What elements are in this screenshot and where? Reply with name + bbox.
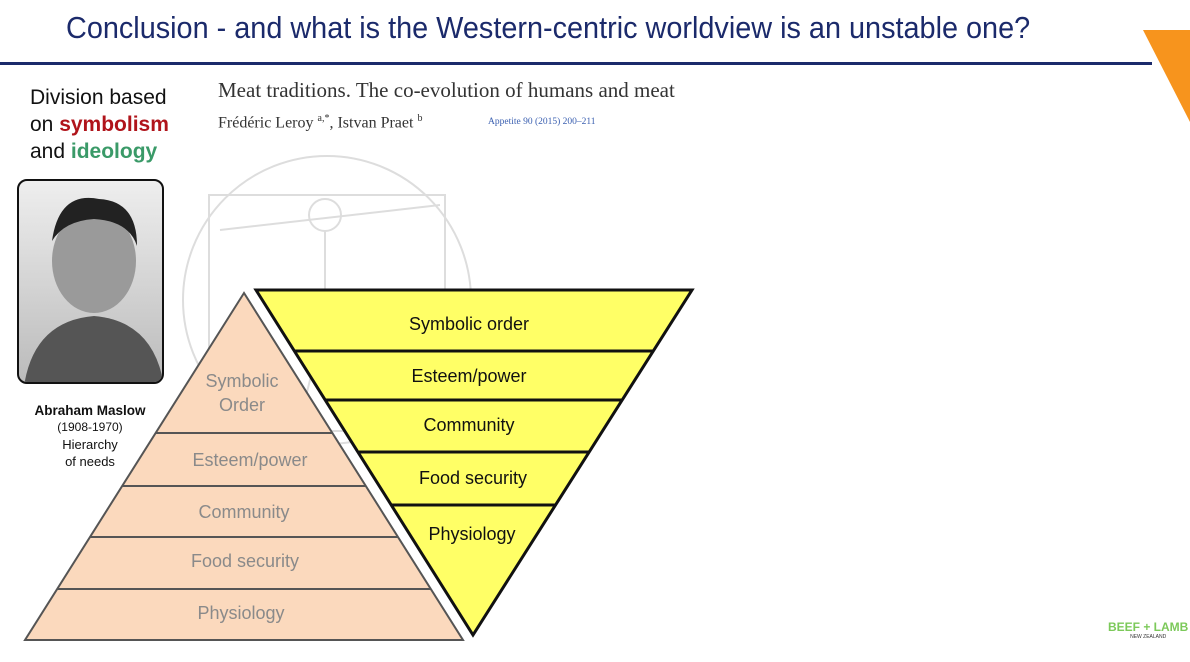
maslow-pyramid: [23, 291, 465, 641]
pyramid-level-esteem: Esteem/power: [192, 450, 307, 470]
inverted-level-food-security: Food security: [419, 468, 527, 488]
maslow-portrait: [17, 179, 164, 384]
maslow-line2: of needs: [65, 454, 115, 469]
division-and: and: [30, 140, 71, 163]
division-on: on: [30, 113, 60, 136]
inverted-level-community: Community: [423, 415, 514, 435]
pyramid-level-food-security: Food security: [191, 551, 299, 571]
maslow-dates: (1908-1970): [57, 420, 123, 434]
pyramid-level-community: Community: [198, 502, 289, 522]
corner-orange-triangle: [1143, 30, 1190, 122]
logo-sub: NEW ZEALAND: [1130, 634, 1167, 640]
author-2-affil: b: [417, 113, 423, 124]
pyramid-level-symbolic: Symbolic: [205, 371, 278, 391]
author-1-affil: a,*: [317, 113, 330, 124]
maslow-line1: Hierarchy: [62, 437, 118, 452]
portrait-figure-icon: [24, 197, 162, 382]
pyramid-level-physiology: Physiology: [197, 603, 284, 623]
paper-authors: Frédéric Leroy a,*, Istvan Praet b: [218, 113, 422, 132]
inverted-pyramid: [253, 288, 695, 638]
inverted-level-physiology: Physiology: [428, 524, 515, 544]
division-line1: Division based: [30, 86, 167, 109]
paper-title: Meat traditions. The co-evolution of hum…: [218, 78, 675, 102]
division-caption: Division based on symbolism and ideology: [30, 84, 169, 165]
beef-lamb-logo: BEEF + LAMB NEW ZEALAND: [1108, 620, 1188, 640]
maslow-caption: Abraham Maslow (1908-1970) Hierarchy of …: [14, 402, 166, 470]
author-2: , Istvan Praet: [329, 114, 414, 132]
slide-title: Conclusion - and what is the Western-cen…: [66, 10, 1031, 45]
title-divider: [0, 62, 1152, 65]
journal-citation: Appetite 90 (2015) 200–211: [488, 117, 596, 127]
inverted-level-esteem: Esteem/power: [411, 366, 526, 386]
pyramid-level-order: Order: [219, 395, 265, 415]
logo-brand: BEEF + LAMB: [1108, 620, 1189, 634]
symbolism-label: symbolism: [59, 113, 169, 136]
maslow-name: Abraham Maslow: [34, 403, 146, 418]
author-1: Frédéric Leroy: [218, 114, 314, 132]
ideology-label: ideology: [70, 140, 158, 163]
inverted-level-symbolic-order: Symbolic order: [409, 314, 529, 334]
